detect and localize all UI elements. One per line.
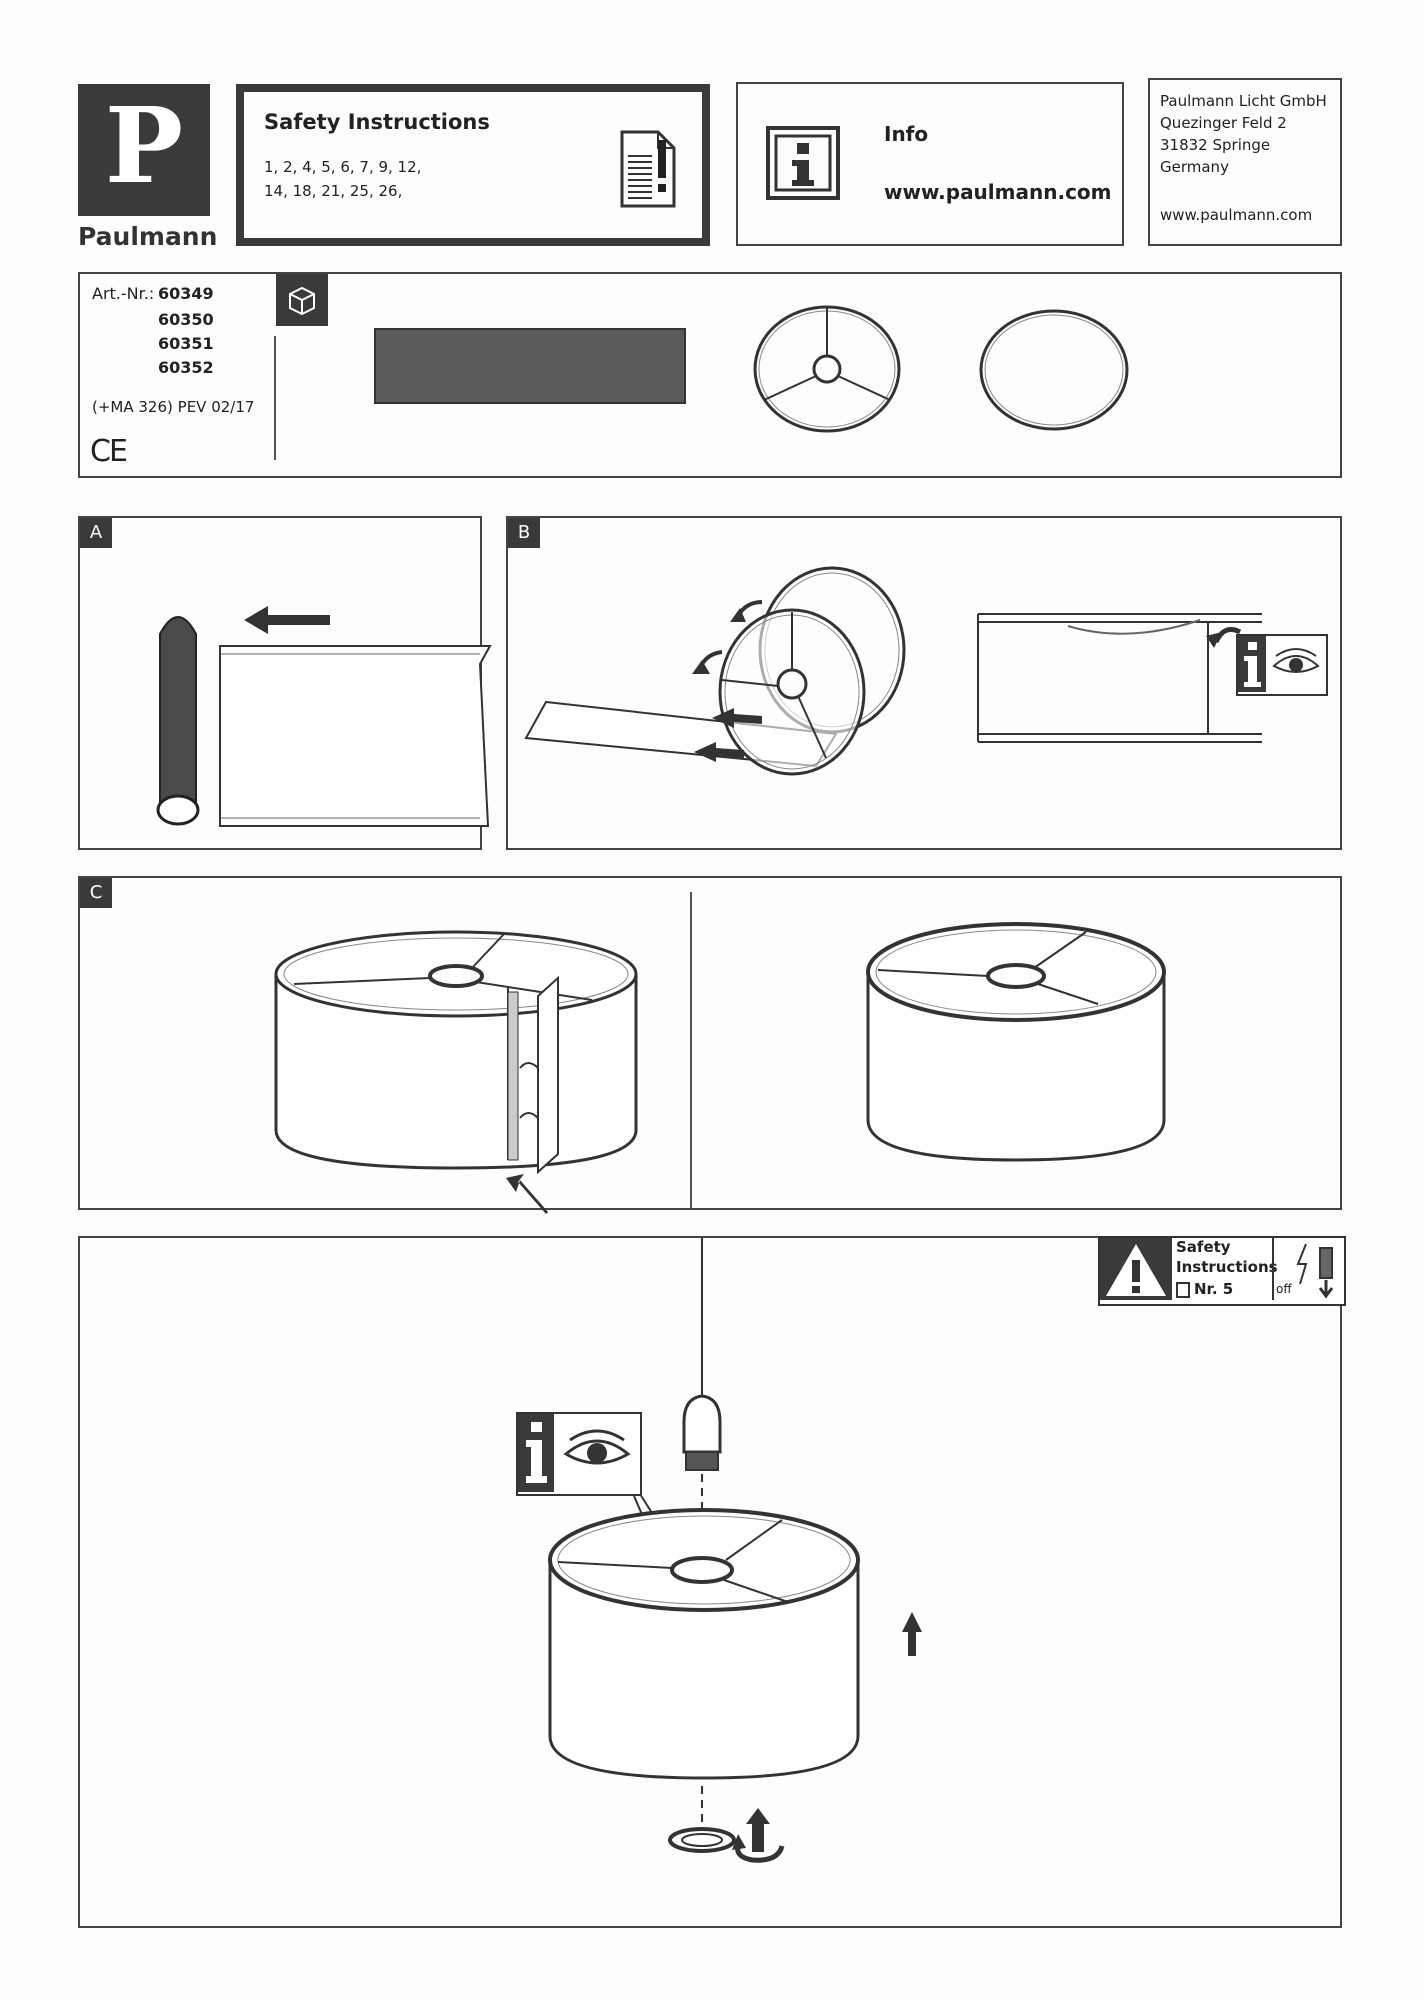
book-icon	[1176, 1282, 1190, 1298]
safety-badge: Safety Instructions Nr. 5 off	[1098, 1236, 1346, 1306]
safety-numbers-line2: 14, 18, 21, 25, 26,	[264, 182, 403, 200]
address-web[interactable]: www.paulmann.com	[1160, 206, 1313, 224]
seam-detail-illustration	[977, 613, 1262, 743]
brand-name: Paulmann	[78, 222, 218, 251]
final-step-panel: Safety Instructions Nr. 5 off	[78, 1236, 1346, 1928]
step-c-panel: C	[78, 876, 1342, 1214]
info-panel: Info www.paulmann.com	[736, 82, 1124, 246]
parts-panel: Art.-Nr.: 60349 60350 60351 60352 (+MA 3…	[78, 272, 1342, 478]
eye-icon	[563, 1429, 631, 1465]
safety-numbers-line1: 1, 2, 4, 5, 6, 7, 9, 12,	[264, 158, 422, 176]
article-number: 60350	[158, 310, 214, 329]
info-title: Info	[884, 122, 929, 146]
bottom-ring-part	[979, 309, 1129, 431]
parts-divider	[274, 336, 276, 460]
badge-line2: Instructions	[1176, 1258, 1278, 1276]
step-b-panel: B	[506, 516, 1342, 850]
step-a-label: A	[80, 518, 112, 548]
step-b-label: B	[508, 518, 540, 548]
info-icon	[766, 126, 840, 200]
power-off-icon	[1296, 1243, 1334, 1299]
address-company: Paulmann Licht GmbH	[1160, 92, 1327, 110]
frame-rolling-illustration	[524, 566, 906, 776]
document-icon	[620, 130, 676, 208]
step-c-divider	[690, 892, 692, 1208]
package-icon	[276, 274, 328, 326]
info-icon	[1238, 636, 1266, 692]
safety-instructions-panel: Safety Instructions 1, 2, 4, 5, 6, 7, 9,…	[236, 84, 710, 246]
badge-line1: Safety	[1176, 1238, 1231, 1256]
eye-icon	[1272, 648, 1320, 673]
article-number: 60352	[158, 358, 214, 377]
logo: P	[78, 84, 210, 216]
badge-off-label: off	[1276, 1282, 1292, 1296]
shade-assembled-illustration	[866, 922, 1166, 1162]
revision-code: (+MA 326) PEV 02/17	[92, 398, 255, 416]
step-c-label: C	[80, 878, 112, 908]
fabric-strip-part	[374, 328, 686, 404]
top-ring-part	[753, 305, 901, 433]
address-panel: Paulmann Licht GmbH Quezinger Feld 2 318…	[1148, 78, 1342, 246]
info-url[interactable]: www.paulmann.com	[884, 180, 1112, 204]
address-country: Germany	[1160, 158, 1229, 176]
pendant-installation-illustration	[548, 1238, 922, 1863]
roll-unrolling-illustration	[156, 606, 492, 827]
inspect-badge	[516, 1412, 642, 1496]
info-icon	[518, 1414, 554, 1492]
warning-icon	[1100, 1238, 1172, 1300]
inspect-badge	[1236, 634, 1328, 696]
logo-letter: P	[104, 84, 184, 207]
step-a-panel: A	[78, 516, 492, 850]
shade-assembly-open-illustration	[274, 930, 638, 1214]
ce-mark: CE	[90, 434, 128, 469]
safety-title: Safety Instructions	[264, 110, 490, 134]
badge-divider	[1272, 1238, 1274, 1300]
article-number: 60351	[158, 334, 214, 353]
badge-line3: Nr. 5	[1194, 1280, 1234, 1298]
address-city: 31832 Springe	[1160, 136, 1271, 154]
article-label: Art.-Nr.:	[92, 284, 155, 303]
article-number: 60349	[158, 284, 214, 303]
address-street: Quezinger Feld 2	[1160, 114, 1287, 132]
